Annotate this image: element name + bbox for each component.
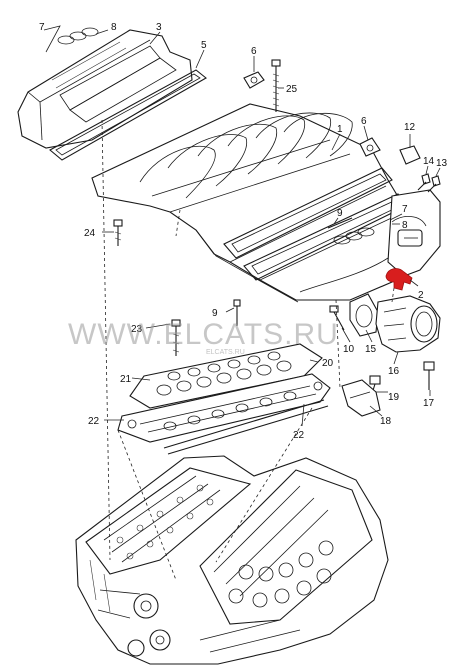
alignment-line-4: [215, 407, 313, 563]
bolt-23: [171, 319, 181, 356]
callout-12: 12: [404, 122, 416, 133]
callout-7-top: 7: [39, 22, 45, 33]
gasket-strip-22: [163, 399, 329, 455]
o-rings-set-top: [57, 27, 99, 45]
highlighted-part-marker: [385, 268, 413, 291]
callout-17: 17: [423, 398, 435, 409]
callout-25: 25: [286, 84, 298, 95]
bolt-9-lower: [233, 299, 241, 326]
callout-2: 2: [418, 290, 424, 301]
callout-16: 16: [388, 366, 400, 377]
watermark-text: WWW.ELCATS.RU: [68, 318, 339, 351]
watermark-small-text: ELCATS.RU: [206, 349, 245, 356]
alignment-line-1: [101, 119, 111, 561]
callout-21: 21: [120, 374, 132, 385]
callout-8-right: 8: [402, 220, 408, 231]
throttle-adapter: [387, 189, 441, 277]
o-rings-set-side: [333, 227, 375, 245]
callout-7-right: 7: [402, 204, 408, 215]
callout-18: 18: [380, 416, 392, 427]
plug-12: [399, 145, 421, 165]
throttle-body: [375, 295, 441, 353]
callout-5: 5: [201, 40, 207, 51]
callout-22-right: 22: [293, 430, 305, 441]
throttle-body-gasket: [349, 293, 379, 337]
callout-3: 3: [156, 22, 162, 33]
callout-labels: 7 8 3 5 6 25 1 6 12 14 13 7 8 9 2 24 9 2…: [39, 22, 448, 441]
callout-15: 15: [365, 344, 377, 355]
alignment-line-6: [391, 287, 395, 303]
upper-manifold-cover: [17, 29, 193, 149]
callout-20: 20: [322, 358, 334, 369]
bolt-17: [423, 361, 435, 390]
bolt-13: [427, 175, 441, 193]
callout-13: 13: [436, 158, 448, 169]
callout-10: 10: [343, 344, 355, 355]
alignment-line-2: [175, 209, 181, 237]
bolt-10: [329, 305, 345, 331]
callout-9-lower: 9: [212, 308, 218, 319]
intake-manifold-body: [91, 103, 411, 303]
callout-6-right: 6: [361, 116, 367, 127]
gasket-upper: [49, 69, 207, 161]
callout-19: 19: [388, 392, 400, 403]
alignment-line-5: [335, 299, 341, 389]
callout-9-upper: 9: [337, 208, 343, 219]
callout-8-top: 8: [111, 22, 117, 33]
callout-1: 1: [337, 124, 343, 135]
washer-6-top: [243, 71, 265, 89]
callout-22-left: 22: [88, 416, 100, 427]
callout-6-top: 6: [251, 46, 257, 57]
bolt-25: [271, 59, 281, 112]
callout-23: 23: [131, 324, 143, 335]
alignment-line-3: [117, 429, 177, 581]
bolt-9-upper: [327, 217, 353, 229]
engine-block: [75, 455, 389, 665]
callout-24: 24: [84, 228, 96, 239]
callout-14: 14: [423, 156, 435, 167]
bolt-24: [113, 219, 123, 246]
bolt-14: [417, 173, 431, 191]
leader-lines: [43, 25, 441, 427]
bracket-18: [341, 379, 381, 417]
